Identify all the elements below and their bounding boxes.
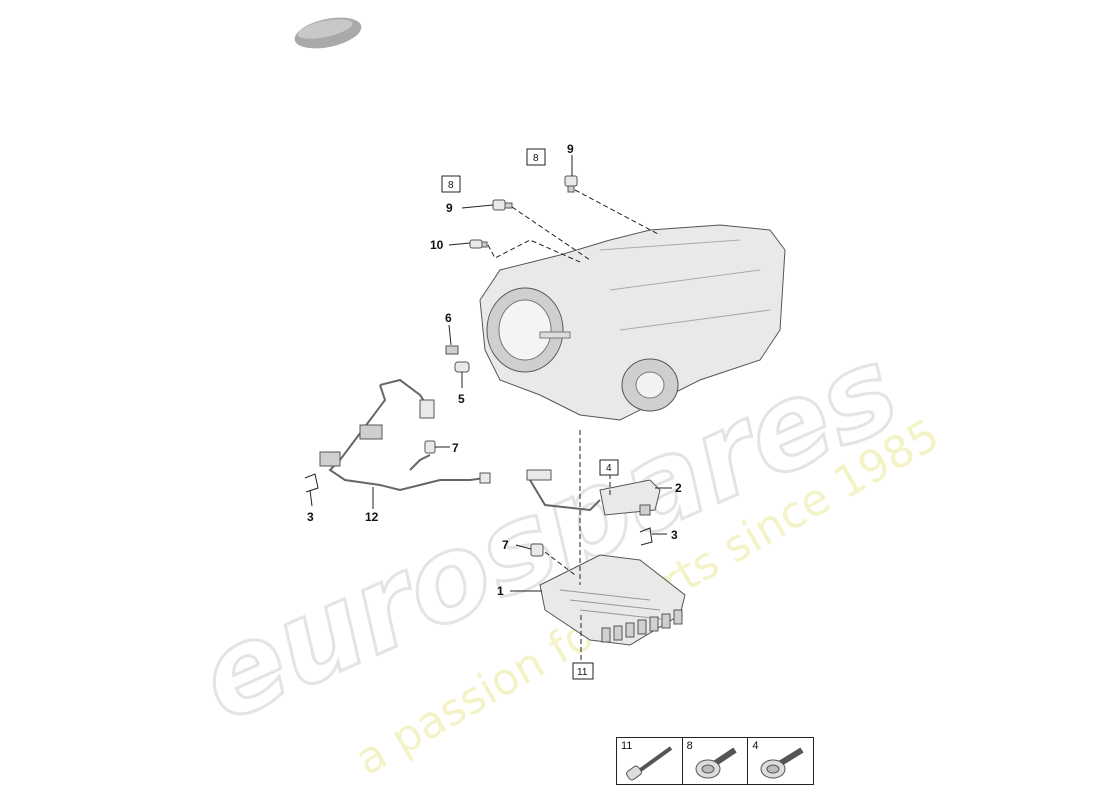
callout-1: 1 [497,584,504,598]
sensor-7-lower-icon [530,543,544,557]
sensor-6-icon [445,345,459,355]
long-bolt-icon [626,746,673,781]
callout-12: 12 [365,510,379,524]
transmission-housing [479,224,786,421]
screw-9-left-icon [492,199,513,211]
fastener-number-4: 4 [752,740,759,752]
callout-3-right: 3 [671,528,678,542]
boxed-ref-4: 4 [599,459,619,476]
boxed-ref-8-left: 8 [441,175,461,193]
boxed-ref-11-label: 11 [577,667,588,678]
boxed-ref-4-label: 4 [606,463,612,474]
boxed-ref-8-top-label: 8 [533,153,539,164]
boxed-ref-8-top: 8 [526,148,546,166]
callout-3-left: 3 [307,510,314,524]
clip-right-icon [639,527,653,546]
fastener-cell-8: 8 [683,738,749,784]
callout-9-left: 9 [446,201,453,215]
fastener-number-11: 11 [621,740,633,752]
sensor-7-upper-icon [424,440,436,454]
flange-bolt-icon [695,747,737,779]
screw-9-top-icon [564,175,578,193]
sensor-5-icon [454,361,470,373]
fastener-number-8: 8 [686,740,693,752]
mechatronics-unit [539,554,686,646]
boxed-ref-11: 11 [572,662,594,680]
flange-bolt-icon [760,747,804,779]
boxed-ref-8-left-label: 8 [448,180,454,191]
callout-7-upper: 7 [452,441,459,455]
fastener-cell-11: 11 [617,738,683,784]
plug-10-icon [469,239,488,249]
callout-10: 10 [430,238,444,252]
clip-left-icon [304,473,319,493]
callout-7-lower: 7 [502,538,509,552]
callout-6: 6 [445,311,452,325]
callout-9-top: 9 [567,142,574,156]
fastener-cell-4: 4 [748,738,813,784]
callout-5: 5 [458,392,465,406]
wiring-harness [319,378,491,492]
fastener-legend-table: 11 8 4 [616,737,814,785]
callout-2: 2 [675,481,682,495]
wiring-bracket [526,469,661,516]
